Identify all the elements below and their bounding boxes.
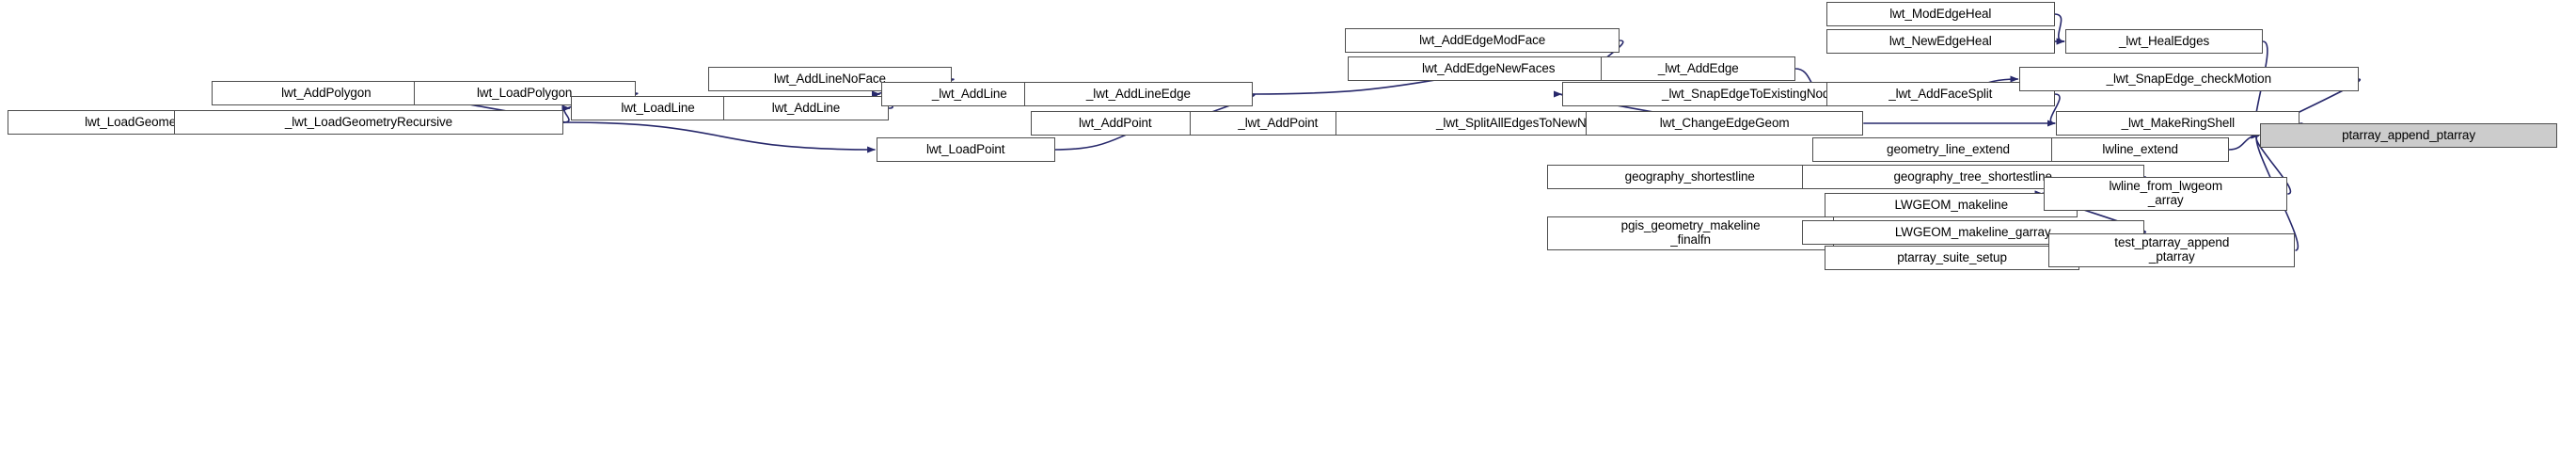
- graph-node-ptarray_append_ptarray[interactable]: ptarray_append_ptarray: [2259, 123, 2558, 148]
- graph-node-lwt_AddEdgeModFace[interactable]: lwt_AddEdgeModFace: [1345, 28, 1620, 53]
- graph-edge-_lwt_LoadGeometryRecursive-to-lwt_LoadLine: [561, 104, 571, 123]
- graph-node-lwt_NewEdgeHeal[interactable]: lwt_NewEdgeHeal: [1825, 29, 2055, 54]
- graph-node-_lwt_SnapEdge_checkMotion[interactable]: _lwt_SnapEdge_checkMotion: [2018, 67, 2359, 91]
- graph-node-_lwt_AddFaceSplit[interactable]: _lwt_AddFaceSplit: [1825, 82, 2055, 106]
- graph-node-geometry_line_extend[interactable]: geometry_line_extend: [1812, 137, 2084, 162]
- graph-node-lwt_AddPolygon[interactable]: lwt_AddPolygon: [211, 81, 442, 105]
- graph-node-_lwt_LoadGeometryRecursive[interactable]: _lwt_LoadGeometryRecursive: [174, 110, 563, 135]
- graph-node-_lwt_MakeRingShell[interactable]: _lwt_MakeRingShell: [2056, 111, 2300, 136]
- graph-node-lwt_ChangeEdgeGeom[interactable]: lwt_ChangeEdgeGeom: [1586, 111, 1864, 136]
- graph-node-_lwt_HealEdges[interactable]: _lwt_HealEdges: [2065, 29, 2264, 54]
- graph-node-lwline_from_lwgeom_array[interactable]: lwline_from_lwgeom _array: [2044, 177, 2288, 211]
- graph-edge-_lwt_LoadGeometryRecursive-to-lwt_LoadPoint: [562, 121, 877, 153]
- graph-node-lwt_LoadPoint[interactable]: lwt_LoadPoint: [876, 137, 1055, 162]
- graph-node-LWGEOM_makeline[interactable]: LWGEOM_makeline: [1825, 193, 2078, 217]
- graph-node-lwt_AddPoint[interactable]: lwt_AddPoint: [1030, 111, 1200, 136]
- graph-node-pgis_geometry_makeline_finalfn[interactable]: pgis_geometry_makeline _finalfn: [1547, 216, 1835, 250]
- graph-edge-lwline_extend-to-ptarray_append_ptarray: [2228, 132, 2260, 151]
- graph-node-lwt_AddEdgeNewFaces[interactable]: lwt_AddEdgeNewFaces: [1348, 56, 1629, 81]
- graph-node-lwline_extend[interactable]: lwline_extend: [2051, 137, 2229, 162]
- graph-node-_lwt_AddLineEdge[interactable]: _lwt_AddLineEdge: [1024, 82, 1253, 106]
- graph-node-geography_shortestline[interactable]: geography_shortestline: [1547, 165, 1833, 189]
- graph-node-ptarray_suite_setup[interactable]: ptarray_suite_setup: [1825, 246, 2079, 270]
- graph-edge-lwt_ModEdgeHeal-to-_lwt_HealEdges: [2054, 13, 2065, 45]
- graph-node-test_ptarray_append_ptarray[interactable]: test_ptarray_append _ptarray: [2048, 233, 2296, 267]
- graph-node-_lwt_AddEdge[interactable]: _lwt_AddEdge: [1601, 56, 1796, 81]
- graph-node-lwt_ModEdgeHeal[interactable]: lwt_ModEdgeHeal: [1825, 2, 2055, 26]
- graph-node-lwt_AddLine[interactable]: lwt_AddLine: [723, 96, 889, 120]
- graph-node-lwt_LoadLine[interactable]: lwt_LoadLine: [570, 96, 746, 120]
